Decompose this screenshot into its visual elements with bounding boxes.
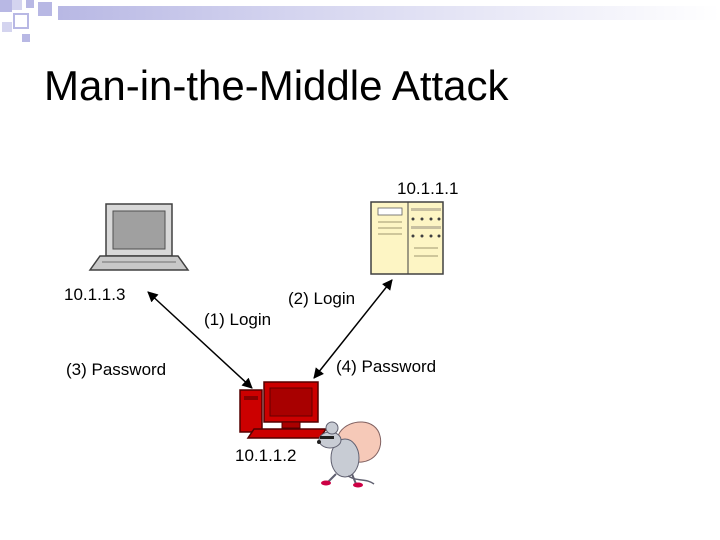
client-label: 10.1.1.3: [64, 285, 126, 304]
desktop-computer-icon: [239, 381, 328, 439]
edge-label-2: (2) Login: [288, 289, 356, 308]
title-decoration: [0, 0, 720, 42]
slide-title: Man-in-the-Middle Attack: [44, 62, 509, 109]
edge-label-3: (3) Password: [66, 360, 167, 379]
server-icon: [370, 201, 444, 275]
rat-icon: [317, 421, 382, 488]
arrow-attacker-to-server: [313, 279, 393, 379]
attacker-label: 10.1.1.2: [235, 446, 297, 465]
arrow-client-to-attacker: [147, 291, 253, 389]
server-label: 10.1.1.1: [397, 179, 459, 198]
edge-label-4: (4) Password: [336, 357, 437, 376]
edge-label-1: (1) Login: [204, 310, 272, 329]
laptop-icon: [88, 203, 190, 271]
